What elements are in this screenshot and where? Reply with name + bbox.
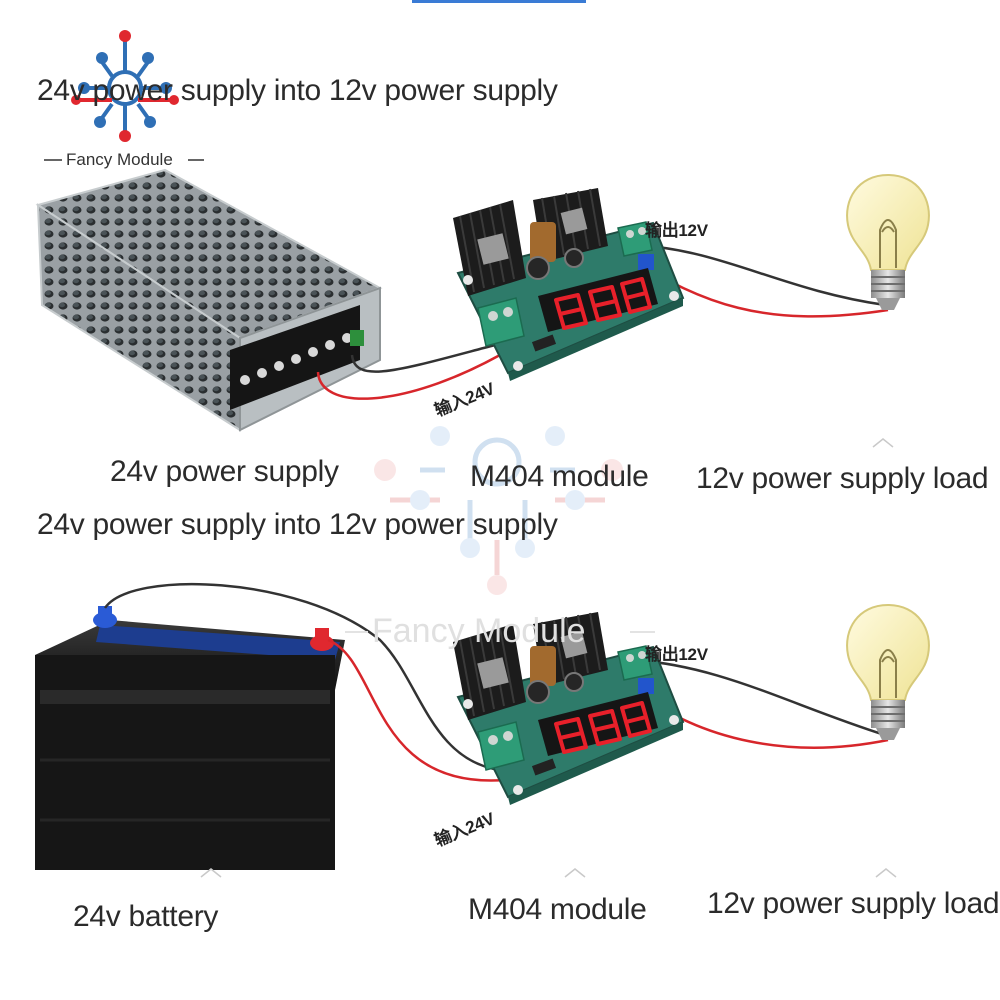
bottom-caption-module: M404 module xyxy=(468,893,647,926)
circuit-logo-icon xyxy=(71,30,179,142)
bottom-output-label: 输出12V xyxy=(645,645,708,664)
top-diagram-title: 24v power supply into 12v power supply xyxy=(37,74,558,107)
watermark-text: Fancy Module xyxy=(372,612,586,650)
black-input-wire-top xyxy=(350,343,496,373)
red-input-wire-bottom xyxy=(327,638,506,782)
black-output-wire-top xyxy=(631,243,886,307)
circuit-watermark-icon xyxy=(374,426,623,595)
bottom-caption-source: 24v battery xyxy=(73,900,219,933)
top-caption-load: 12v power supply load xyxy=(696,462,989,495)
light-bulb-top xyxy=(846,174,930,311)
caption-pointer-marks xyxy=(200,438,897,878)
bottom-caption-load: 12v power supply load xyxy=(707,887,1000,920)
top-accent-bar xyxy=(412,0,586,3)
bottom-diagram-title: 24v power supply into 12v power supply xyxy=(37,508,558,541)
black-input-wire-bottom xyxy=(103,582,501,772)
red-input-wire-top xyxy=(316,353,501,400)
top-caption-module: M404 module xyxy=(470,460,649,493)
light-bulb-bottom xyxy=(846,604,930,741)
power-supply-unit xyxy=(35,168,383,432)
top-output-label: 输出12V xyxy=(645,221,708,240)
logo-text: Fancy Module xyxy=(66,150,173,169)
black-output-wire-bottom xyxy=(631,658,886,737)
car-battery xyxy=(35,606,345,870)
top-caption-source: 24v power supply xyxy=(110,455,339,488)
